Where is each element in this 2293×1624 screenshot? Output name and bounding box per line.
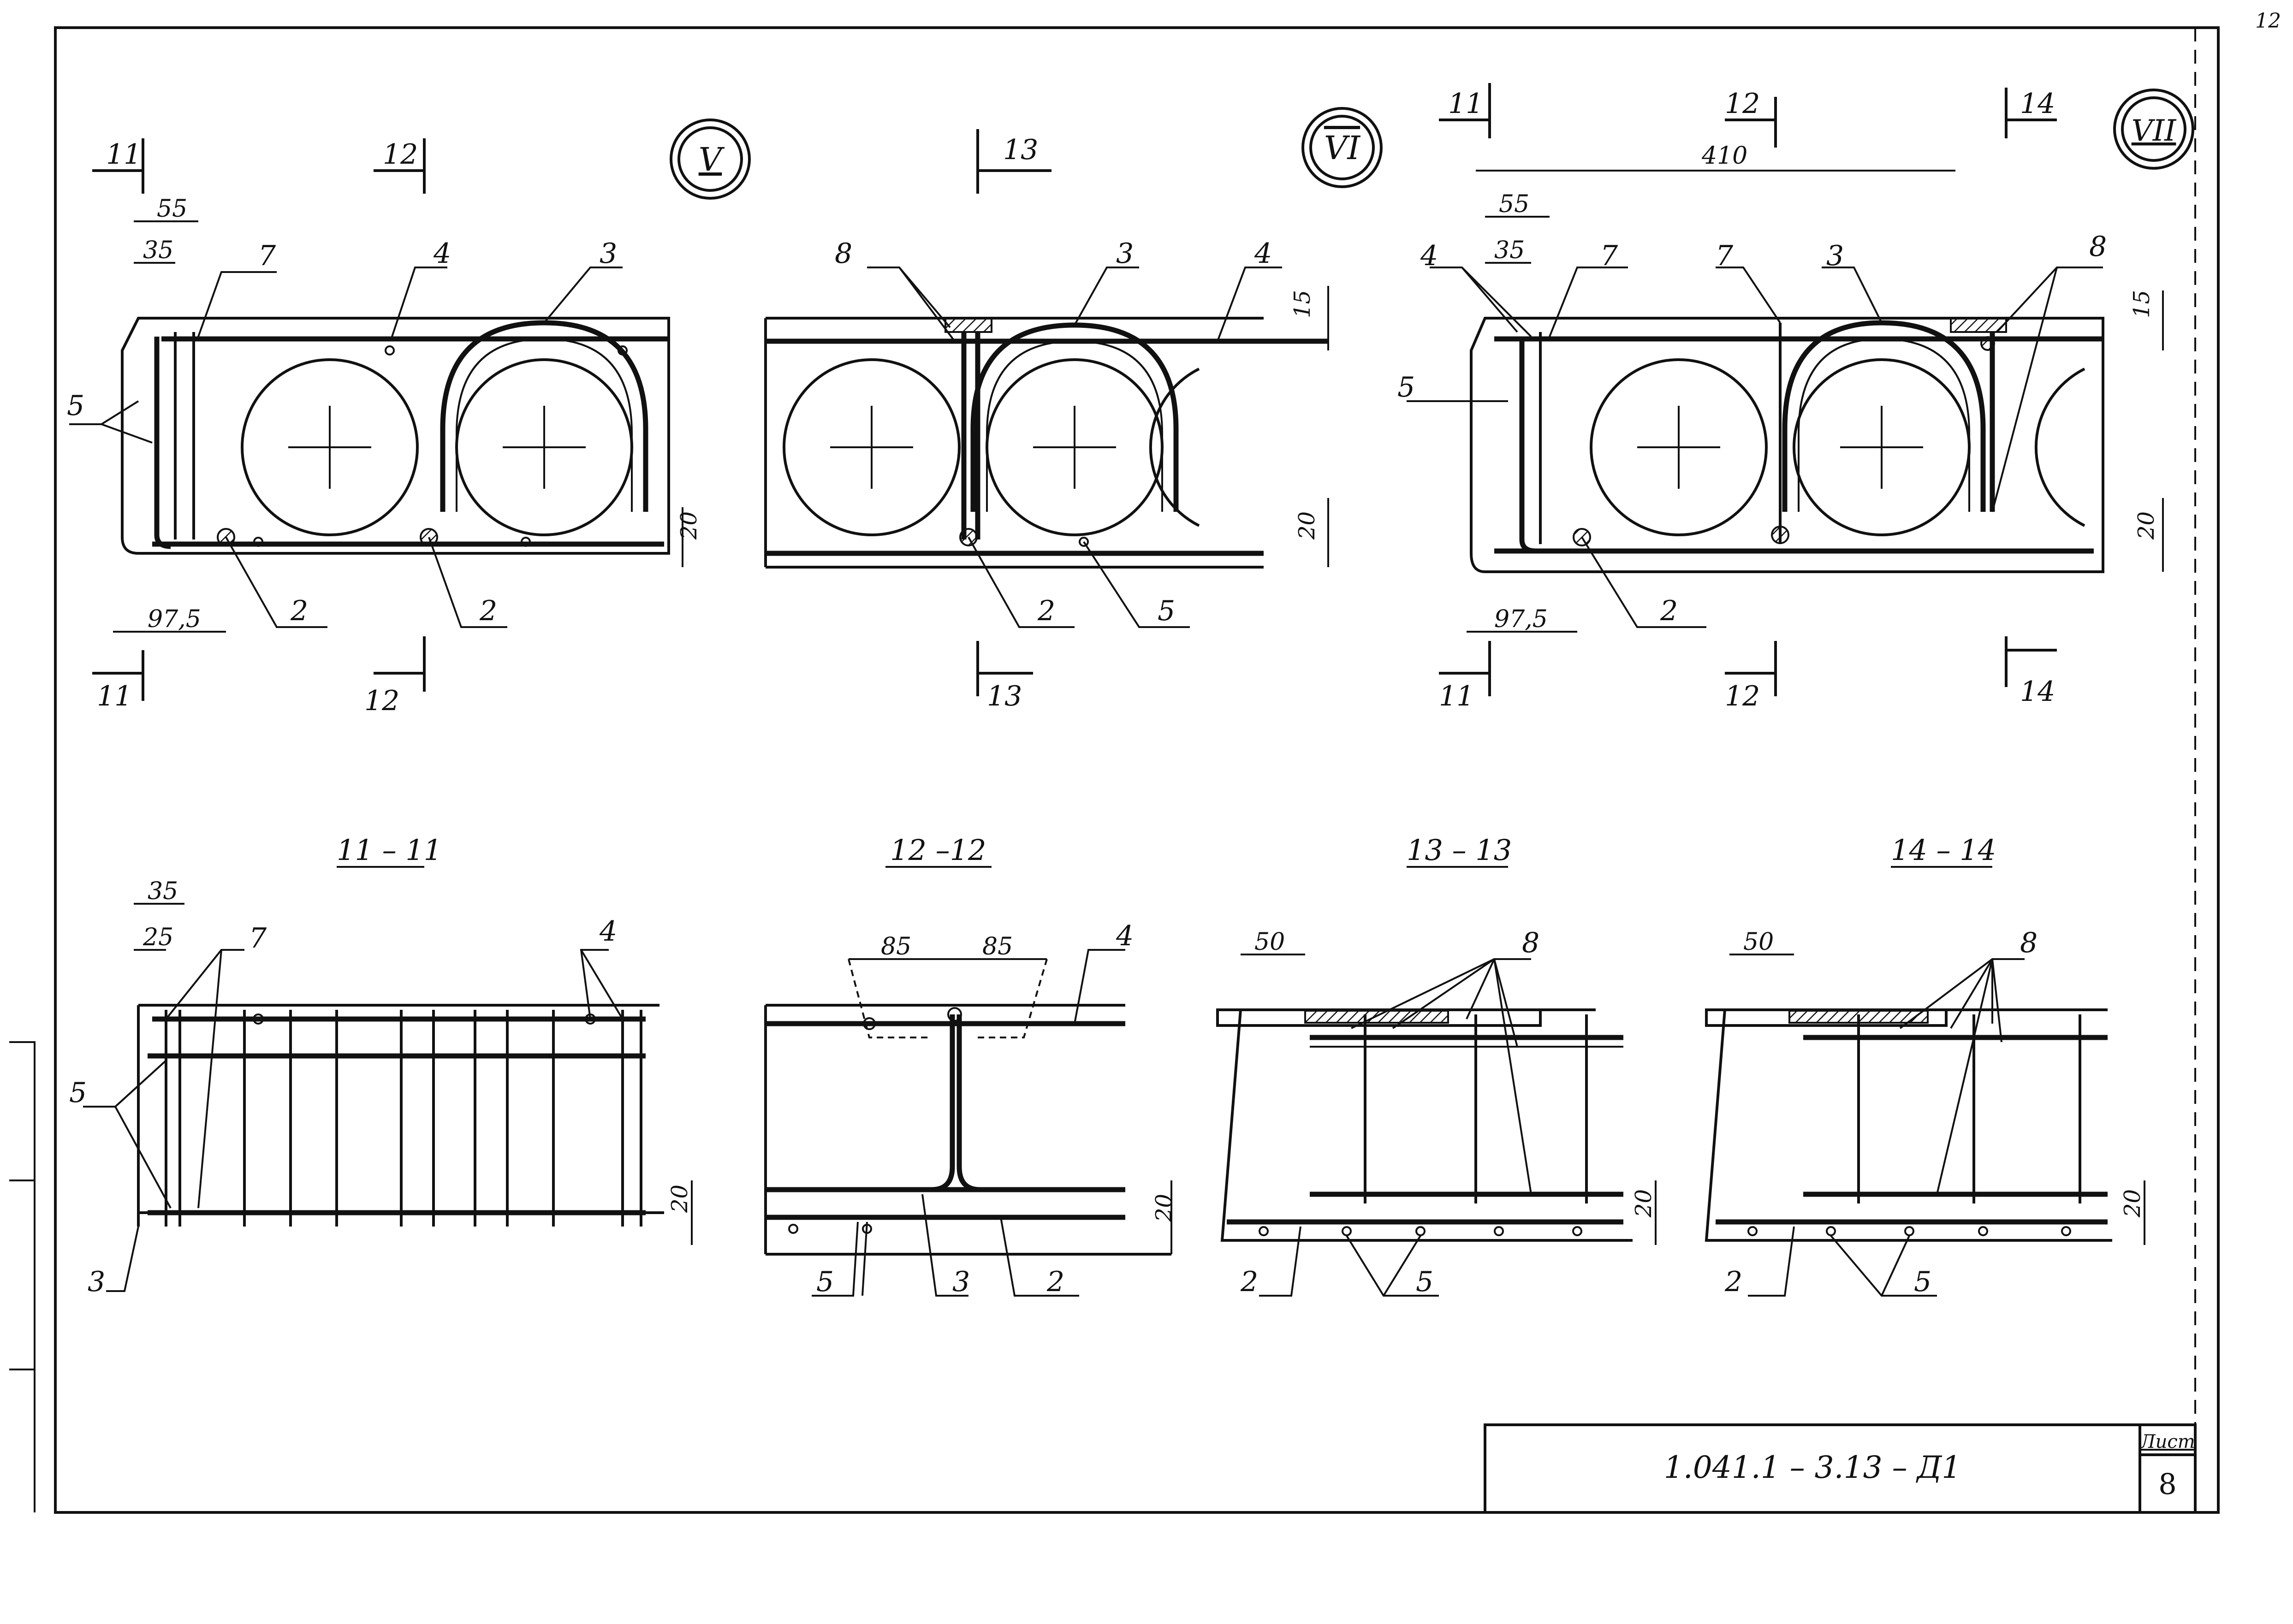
dim-85b-s12: 85 — [982, 933, 1013, 960]
pos-2-vi: 2 — [1037, 595, 1055, 627]
cut-14-bottom: 14 — [2020, 676, 2055, 708]
cut-14-top: 14 — [2020, 88, 2055, 120]
section-13-title: 13 – 13 — [1407, 833, 1512, 867]
dim-35-v: 35 — [143, 237, 173, 264]
section-11-title: 11 – 11 — [337, 833, 442, 867]
pos-3-v: 3 — [600, 237, 617, 270]
dim-25-s11: 25 — [143, 924, 173, 951]
pos-2a-v: 2 — [290, 595, 308, 627]
pos-8-s13: 8 — [1522, 927, 1539, 959]
pos-3-vi: 3 — [1116, 237, 1134, 270]
sheet-frame — [54, 26, 2220, 1514]
binding-strip — [9, 1041, 36, 1512]
pos-5-s14: 5 — [1914, 1266, 1931, 1298]
pos-5-vii: 5 — [1397, 371, 1415, 403]
title-block — [1484, 1423, 2197, 1514]
dim-97-5-vii: 97,5 — [1494, 605, 1548, 633]
pos-2-s14: 2 — [1724, 1266, 1742, 1298]
pos-3-s12: 3 — [952, 1266, 970, 1298]
pos-4-v: 4 — [433, 237, 451, 270]
pos-3-s11: 3 — [88, 1266, 105, 1298]
pos-5-s12: 5 — [816, 1266, 834, 1298]
pos-5-s11: 5 — [69, 1077, 87, 1109]
cut-13-top: 13 — [1003, 134, 1038, 166]
node-vi-view — [764, 107, 1383, 696]
pos-5-vi: 5 — [1158, 595, 1175, 627]
pos-3-vii: 3 — [1826, 240, 1844, 272]
node-vi-label: VI — [1324, 129, 1361, 167]
sheet-label: Лист — [2139, 1431, 2195, 1452]
cut-11-top-vii: 11 — [1448, 88, 1483, 120]
cut-12-bottom-vii: 12 — [1725, 680, 1760, 712]
pos-7a-vii: 7 — [1600, 240, 1618, 272]
dim-410: 410 — [1701, 142, 1747, 170]
node-v-label: V — [699, 141, 725, 178]
dim-20-s14: 20 — [2120, 1189, 2145, 1218]
pos-7-v: 7 — [258, 240, 276, 272]
dim-20-s11: 20 — [667, 1185, 693, 1213]
dim-50-s13: 50 — [1254, 928, 1285, 956]
dim-97-5-v: 97,5 — [148, 605, 201, 633]
cut-11-top-v: 11 — [106, 138, 141, 171]
pos-8-vii: 8 — [2089, 231, 2107, 263]
dim-35-s11: 35 — [148, 877, 178, 905]
pos-5-v: 5 — [67, 390, 84, 422]
pos-2-s12: 2 — [1046, 1266, 1064, 1298]
dim-55-vii: 55 — [1499, 190, 1529, 218]
node-vii-view — [1407, 83, 2194, 696]
cut-13-bottom: 13 — [987, 680, 1022, 712]
cut-12-top-v: 12 — [383, 138, 418, 171]
pos-4-s11: 4 — [599, 915, 617, 948]
pos-2-vii: 2 — [1660, 595, 1678, 627]
section-12-12-view — [764, 866, 1172, 1297]
node-v-view — [69, 119, 751, 701]
dim-20-v: 20 — [676, 511, 702, 540]
pos-7b-vii: 7 — [1716, 240, 1734, 272]
dim-85a-s12: 85 — [881, 933, 911, 960]
node-vii-label: VII — [2132, 114, 2177, 148]
page-number: 12 — [2255, 9, 2281, 33]
cut-12-top-vii: 12 — [1725, 88, 1760, 120]
cut-12-bottom-v: 12 — [364, 685, 399, 717]
dim-55-v: 55 — [157, 195, 187, 223]
pos-4-vii: 4 — [1420, 240, 1438, 272]
dim-35-vii: 35 — [1494, 237, 1525, 264]
pos-4-vi: 4 — [1254, 237, 1272, 270]
dim-20-s13: 20 — [1631, 1189, 1657, 1218]
section-13-13-view — [1216, 866, 1657, 1297]
pos-5-s13: 5 — [1416, 1266, 1433, 1298]
section-14-title: 14 – 14 — [1891, 833, 1996, 867]
dim-20-vii: 20 — [2133, 511, 2159, 540]
sheet-number: 8 — [2158, 1467, 2176, 1501]
pos-4-s12: 4 — [1116, 920, 1134, 952]
cut-11-bottom-v: 11 — [97, 680, 132, 712]
dim-15-vii: 15 — [2129, 290, 2155, 318]
pos-2-s13: 2 — [1240, 1266, 1258, 1298]
drawing-designation: 1.041.1 – 3.13 – Д1 — [1664, 1450, 1961, 1485]
pos-2b-v: 2 — [479, 595, 497, 627]
section-11-11-view — [83, 866, 693, 1292]
dim-20-s12: 20 — [1151, 1194, 1177, 1222]
pos-8-vi: 8 — [835, 237, 852, 270]
dim-50-s14: 50 — [1743, 928, 1774, 956]
pos-7-s11: 7 — [249, 922, 267, 954]
dim-20-vi: 20 — [1294, 511, 1320, 540]
section-14-14-view — [1705, 866, 2145, 1297]
section-12-title: 12 –12 — [890, 833, 986, 867]
cut-11-bottom-vii: 11 — [1439, 680, 1474, 712]
dim-15-vi: 15 — [1289, 290, 1315, 318]
pos-8-s14: 8 — [2020, 927, 2038, 959]
